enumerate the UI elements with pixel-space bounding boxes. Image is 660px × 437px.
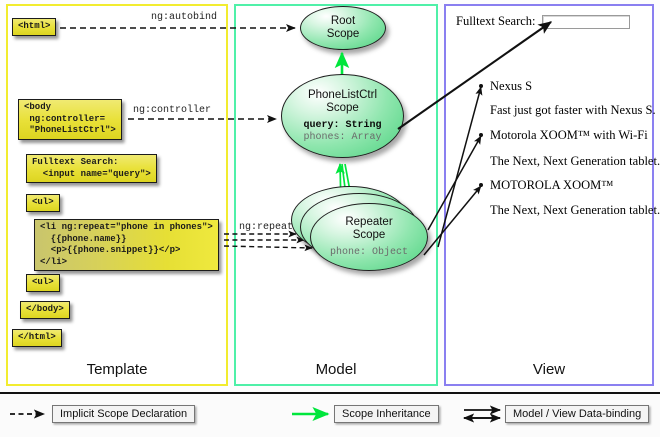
code-box-body-open: <body ng:controller= "PhoneListCtrl"> <box>18 99 122 140</box>
panel-view-label: View <box>532 361 566 378</box>
panel-view: View <box>444 4 654 386</box>
prop-phone: phone: Object <box>329 246 408 258</box>
view-item-title-3: MOTOROLA XOOM™ <box>490 178 614 192</box>
view-item-snippet-3: The Next, Next Generation tablet. <box>490 203 660 217</box>
prop-query: query: String <box>303 119 382 131</box>
code-box-ul-open: <ul> <box>26 194 60 212</box>
code-box-ul-close: <ul> <box>26 274 60 292</box>
view-search-label: Fulltext Search: <box>456 14 536 28</box>
edge-label-controller: ng:controller <box>133 105 212 116</box>
view-list-item-1: Nexus S <box>479 79 533 94</box>
edge-label-repeat: ng:repeat <box>239 222 294 233</box>
legend: Implicit Scope Declaration Scope Inherit… <box>0 392 660 437</box>
panel-model-label: Model <box>315 361 357 378</box>
view-list-item-2: Motorola XOOM™ with Wi-Fi <box>479 128 648 143</box>
view-list-item-3: MOTOROLA XOOM™ <box>479 178 614 193</box>
panel-template-label: Template <box>86 361 148 378</box>
view-item-title-1: Nexus S <box>490 79 533 93</box>
code-box-body-close: </body> <box>20 301 70 319</box>
bullet-icon <box>479 133 483 137</box>
view-search-row: Fulltext Search: <box>456 14 630 29</box>
code-box-html-close: </html> <box>12 329 62 347</box>
edge-label-autobind: ng:autobind <box>151 12 218 23</box>
code-box-fulltext-search: Fulltext Search: <input name="query"> <box>26 154 157 183</box>
legend-item-model-view-databinding: Model / View Data-binding <box>505 405 650 423</box>
view-item-snippet-1: Fast just got faster with Nexus S. <box>490 103 656 117</box>
bullet-icon <box>479 84 483 88</box>
code-box-li-repeat: <li ng:repeat="phone in phones"> {{phone… <box>34 219 219 271</box>
view-item-snippet-2: The Next, Next Generation tablet. <box>490 154 660 168</box>
bullet-icon <box>479 183 483 187</box>
view-search-input[interactable] <box>541 14 630 29</box>
legend-arrows <box>10 405 502 423</box>
prop-phones: phones: Array <box>303 131 382 143</box>
legend-item-implicit-scope-declaration: Implicit Scope Declaration <box>52 405 196 423</box>
view-item-title-2: Motorola XOOM™ with Wi-Fi <box>490 128 648 142</box>
code-box-html-open: <html> <box>12 18 57 36</box>
scope-phonelistctrl-props: query: String phones: Array <box>303 120 381 144</box>
legend-item-scope-inheritance: Scope Inheritance <box>334 405 439 423</box>
